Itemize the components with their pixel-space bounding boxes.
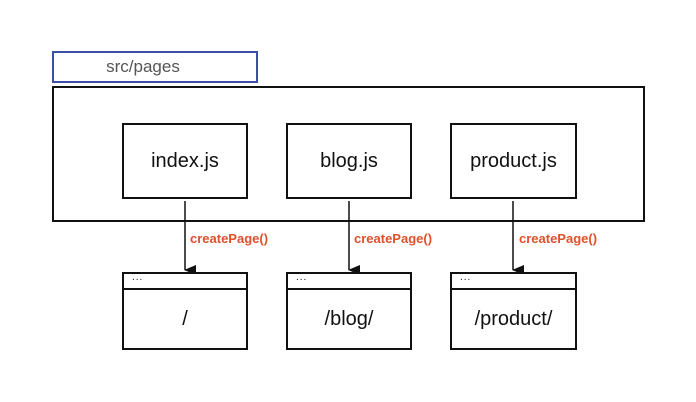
route-path: /blog/ [324, 307, 374, 330]
arrow-label-createpage: createPage() [519, 231, 598, 246]
file-index-js: index.js [122, 123, 248, 199]
route-path: / [182, 307, 188, 330]
arrow-label-createpage: createPage() [190, 231, 269, 246]
route-titlebar: ... [124, 273, 246, 290]
file-name: index.js [151, 149, 219, 172]
folder-label: src/pages [106, 57, 180, 76]
route-titlebar: ... [452, 273, 575, 290]
file-blog-js: blog.js [286, 123, 412, 199]
file-name: blog.js [320, 149, 378, 172]
file-name: product.js [470, 149, 557, 172]
route-page-product: ... /product/ [450, 272, 577, 350]
folder-tab: src/pages [52, 51, 258, 83]
route-page-root: ... / [122, 272, 248, 350]
route-titlebar: ... [288, 273, 410, 290]
route-page-blog: ... /blog/ [286, 272, 412, 350]
route-path: /product/ [474, 307, 553, 330]
file-product-js: product.js [450, 123, 577, 199]
arrow-label-createpage: createPage() [354, 231, 433, 246]
